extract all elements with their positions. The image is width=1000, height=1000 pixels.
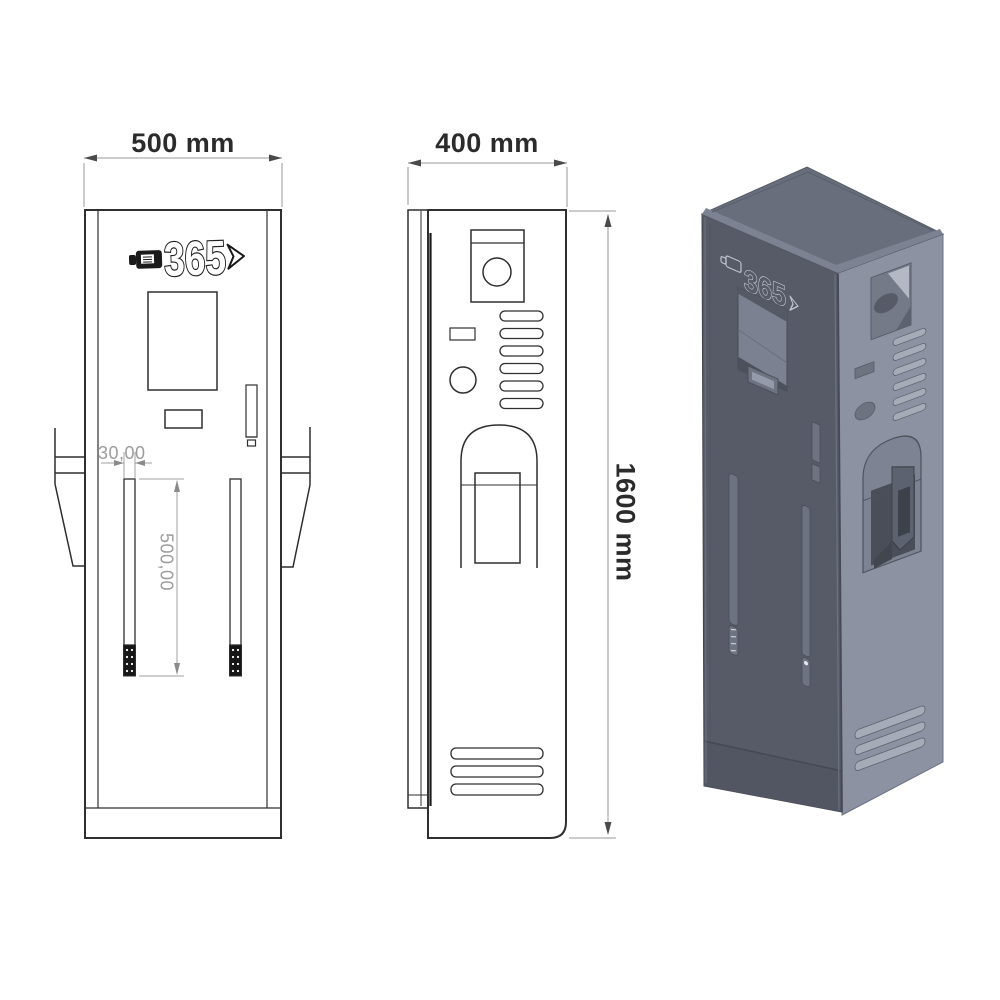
iso-center-edge-highlight [834,273,840,811]
logo-text: 365 [163,232,227,287]
logo-arrow-icon [789,295,799,311]
lock-panel [470,229,525,303]
front-width-label: 500 mm [131,128,235,158]
iso-front-details: 365 [709,223,821,778]
front-width-dimension [83,157,283,207]
front-panel-lines [86,211,280,809]
card-reader-slot [245,384,258,447]
iso-center-edge [837,273,843,813]
iso-receipt-slot [747,365,779,396]
screen-cutout [147,291,218,391]
iso-upper-louvers [892,327,927,421]
side-door-panel-lines [408,211,428,806]
iso-lock-recess [870,262,912,341]
dim-arrow [174,663,180,675]
side-bottom-louvers [450,747,544,796]
pump-icon [128,254,137,266]
iso-view: 365 [700,166,945,816]
iso-round-port [854,401,876,421]
dim-arrow [269,154,282,162]
iso-bottom-louvers [854,705,926,771]
left-bracket [54,428,85,567]
iso-left-edge [704,216,707,784]
side-small-slot [449,327,476,341]
nozzle-holster [460,424,538,568]
slot-length-dimension [139,478,184,677]
dim-arrow [408,159,421,167]
dim-arrow [604,822,612,835]
side-door-panel [407,209,429,809]
iso-card-slot [811,421,821,484]
dim-arrow [604,214,612,227]
side-upper-louvers [499,310,544,410]
iso-top-bevel [702,208,838,273]
iso-top-bevel [836,229,943,273]
receipt-slot [164,409,203,429]
slot-width-label: 30,00 [98,443,146,463]
pump-icon [725,255,742,273]
pump-icon-lines [142,256,153,263]
logo-arrow-icon [226,243,245,270]
side-height-dimension [569,210,616,839]
mounting-slot-left [123,478,136,677]
dim-arrow [174,480,180,492]
dim-arrow [114,460,124,466]
mounting-slot-right [229,478,242,677]
iso-slot-left [728,473,739,657]
front-view: 365 [54,154,311,839]
iso-slot-right [801,504,811,688]
dim-arrow [554,159,567,167]
iso-holster [862,435,922,574]
iso-side-details [854,262,927,771]
logo-365-front: 365 [128,231,245,288]
iso-small-slot [854,361,875,380]
dim-arrow [135,460,145,466]
side-depth-label: 400 mm [435,128,539,158]
side-round-port [449,366,477,394]
side-depth-dimension [407,162,568,207]
dim-arrow [84,154,97,162]
iso-base-step-line [703,740,843,772]
slot-height-label: 500,00 [156,532,177,592]
side-height-label: 1600 mm [610,462,641,582]
side-view [407,159,616,839]
right-bracket [281,427,311,568]
iso-top-ridge [711,171,935,232]
side-cabinet-outline [427,209,567,839]
iso-base-step [704,741,842,812]
